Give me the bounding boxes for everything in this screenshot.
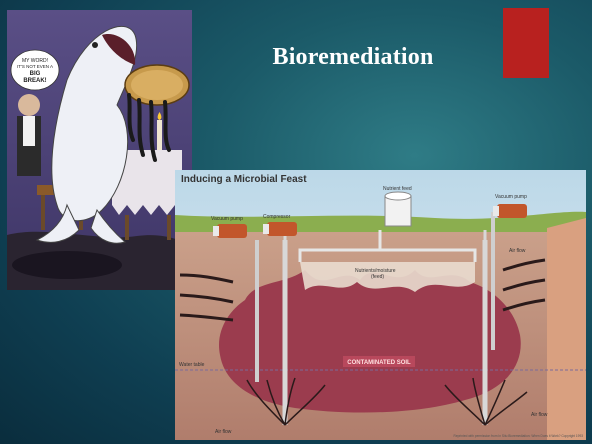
compressor	[263, 222, 297, 236]
accent-tab	[503, 8, 549, 78]
label-vacuum-pump-right: Vacuum pump	[495, 194, 527, 200]
candle	[157, 120, 162, 150]
diagram-credit: Reprinted with permission from In Situ B…	[454, 434, 584, 438]
label-vacuum-pump-left: Vacuum pump	[211, 216, 243, 222]
oil-puddle	[12, 251, 122, 279]
vacuum-pump-left	[213, 224, 247, 238]
speech-line-2: IT'S NOT EVEN A	[17, 64, 53, 69]
bioremediation-diagram: Inducing a Microbial Feast Vacuum pump C…	[175, 170, 586, 440]
label-air-flow-bottom-left: Air flow	[215, 429, 232, 435]
vacuum-pump-right	[493, 204, 527, 218]
cartoon-illustration: MY WORD! IT'S NOT EVEN A BIG BREAK!	[7, 10, 192, 290]
label-compressor: Compressor	[263, 214, 291, 220]
label-contaminated-soil: CONTAMINATED SOIL	[347, 360, 411, 366]
speech-line-4: BREAK!	[23, 78, 46, 84]
label-nutrient-feed: Nutrient feed	[383, 186, 412, 192]
label-air-flow-right: Air flow	[509, 248, 526, 254]
speech-bubble	[11, 50, 59, 90]
label-air-flow-bottom-right: Air flow	[531, 412, 548, 418]
label-water-table: Water table	[179, 362, 205, 368]
waiter	[18, 94, 40, 116]
diagram-heading: Inducing a Microbial Feast	[181, 174, 307, 185]
slide-title: Bioremediation	[228, 44, 478, 71]
label-nutrients-feed: (feed)	[371, 274, 384, 280]
speech-line-3: BIG	[30, 71, 41, 77]
